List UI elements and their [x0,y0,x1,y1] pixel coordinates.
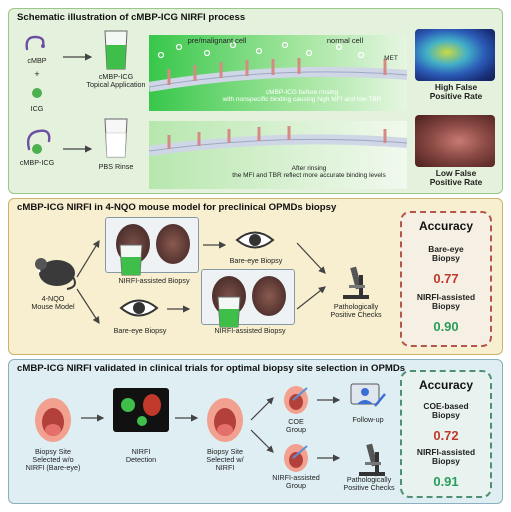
bare-eye-bottom-label: Bare-eye Biopsy [113,326,167,335]
nirfi-group-icon [284,444,308,472]
cmbp-label: cMBP [27,56,47,65]
arrow-to-bare-eye [203,241,227,249]
normal-cell-label: normal cell [326,36,364,45]
nirfi-biopsy-bottom-label: NIRFI-assisted Biopsy [214,326,286,335]
accuracy-nirfi-clinical-value: 0.91 [433,474,459,489]
arrow-to-site-with [175,414,199,422]
pbs-rinse-label: PBS Rinse [98,162,134,171]
converge-arrows [296,242,326,310]
tissue-image-low-fp [415,115,495,167]
met-receptor-label: MET [384,55,398,62]
accuracy-title-clinical: Accuracy [418,378,474,392]
mouse-model-panel: cMBP-ICG NIRFI in 4-NQO mouse model for … [8,198,503,355]
mouse-branch-arrows [76,239,100,325]
eye-icon-bottom [119,299,159,317]
nirfi-biopsy-top-label: NIRFI-assisted Biopsy [118,276,190,285]
icg-dye-icon [32,88,42,98]
schematic-panel: Schematic illustration of cMBP-ICG NIRFI… [8,8,503,194]
arrow-to-detection [81,414,105,422]
outcome-arrows [317,396,341,462]
accuracy-coe-value: 0.72 [433,428,459,443]
microscope-icon-clinical [359,443,385,476]
coe-group-icon [284,386,308,414]
group-branch-arrows [250,397,274,453]
cmbp-icg-conjugate-icon [26,129,51,154]
eye-icon-top [235,231,275,249]
legend-arrows [63,53,93,153]
mouse-icon [35,258,76,290]
arrow-to-nirfi-bottom [167,305,191,313]
cmbp-icg-label: cMBP-ICG [19,158,55,167]
schematic-title: Schematic illustration of cMBP-ICG NIRFI… [17,12,246,23]
accuracy-nirfi-value: 0.90 [433,319,459,334]
icg-label: ICG [30,104,44,113]
cmbp-molecule-icon [25,35,45,51]
nirfi-beaker-top [119,244,143,276]
follow-up-icon [350,383,386,407]
nirfi-beaker-bottom [217,296,241,328]
topical-beaker-icon [104,30,128,70]
follow-up-label: Follow-up [352,415,384,424]
accuracy-bare-eye-value: 0.77 [433,271,459,286]
clinical-trial-title: cMBP-ICG NIRFI validated in clinical tri… [17,363,406,374]
nirfi-detection-monitor [113,388,169,432]
membrane-before-drawing [149,41,407,92]
pbs-beaker-icon [104,118,128,158]
microscope-icon [343,266,369,299]
mouse-model-title: cMBP-ICG NIRFI in 4-NQO mouse model for … [17,202,337,213]
mouth-icon-right [207,398,243,442]
premalignant-cell-label: pre/malignant cell [187,36,247,45]
membrane-after-rinse [149,121,407,189]
clinical-trial-panel: cMBP-ICG NIRFI validated in clinical tri… [8,359,503,504]
mouth-icon-left [35,398,71,442]
plus-label: + [34,69,40,79]
tissue-image-high-fp [415,29,495,81]
membrane-after-drawing [149,126,407,156]
accuracy-title: Accuracy [418,219,474,233]
bare-eye-top-label: Bare-eye Biopsy [229,256,283,265]
nirfi-monitor-bottom [201,269,295,325]
